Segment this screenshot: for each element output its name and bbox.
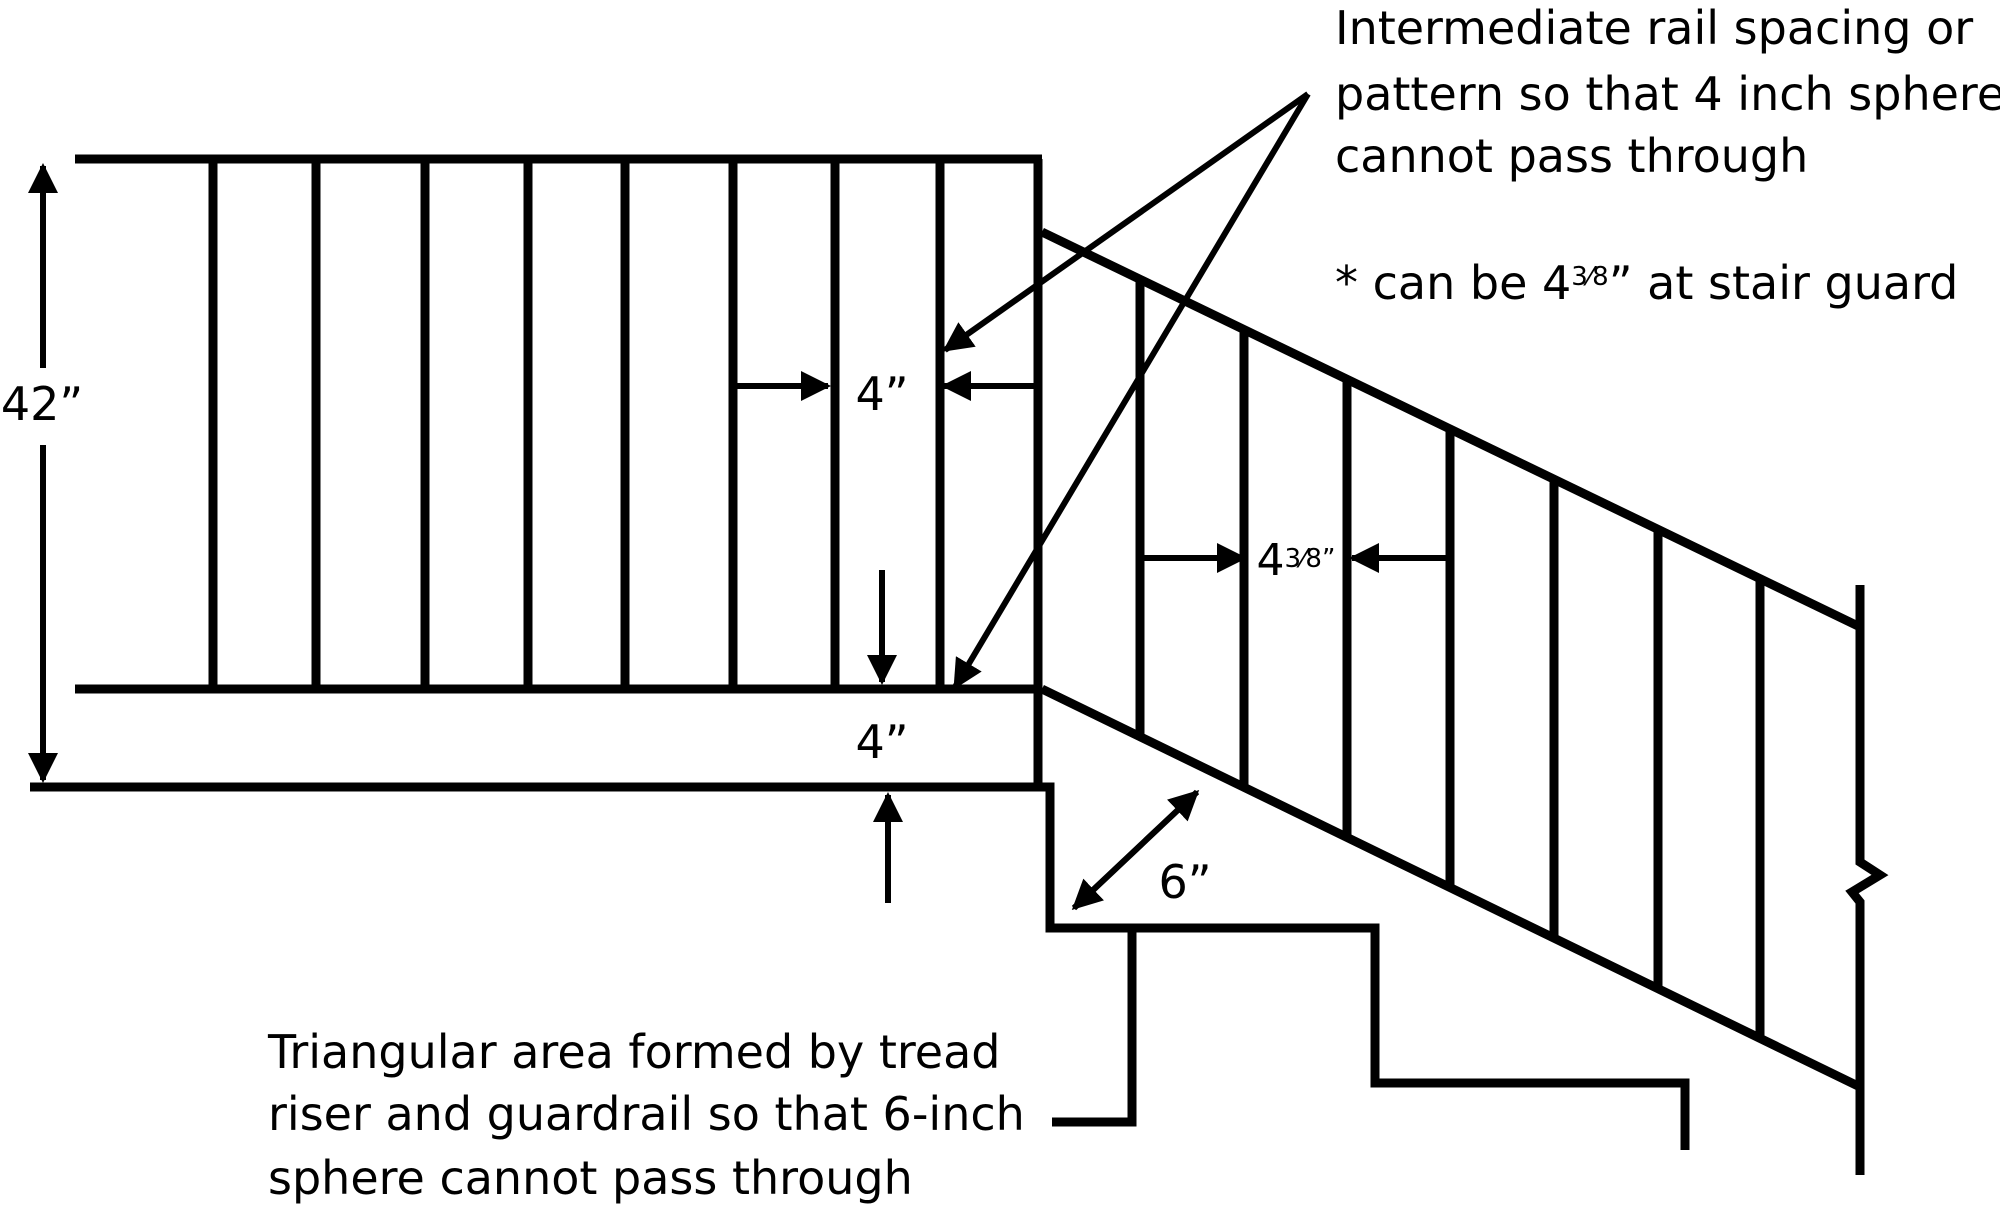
- baluster-gap-label: 4”: [855, 367, 908, 421]
- level-balusters: [208, 159, 945, 689]
- note-arrow: [942, 91, 1310, 353]
- stair-post-break: [1845, 585, 1889, 1175]
- note-line: cannot pass through: [1335, 129, 1808, 183]
- height-label: 42”: [1, 377, 83, 431]
- stair-bottom-rail: [1040, 684, 1860, 1091]
- note-line: pattern so that 4 inch sphere: [1335, 67, 2000, 121]
- stair-guard-note: * can be 43⁄8” at stair guard: [1335, 256, 1958, 310]
- note-line: sphere cannot pass through: [268, 1151, 913, 1205]
- intermediate-rail-note: Intermediate rail spacing or pattern so …: [1335, 1, 2000, 183]
- bottom-gap-label: 4”: [855, 715, 908, 769]
- note-line: Intermediate rail spacing or: [1335, 1, 1973, 55]
- triangle-leader: [1052, 928, 1137, 1127]
- note-line: Triangular area formed by tread: [267, 1025, 1000, 1079]
- stair-gap-whole: 4: [1257, 535, 1285, 586]
- triangle-arrow: [1071, 789, 1200, 911]
- triangle-label: 6”: [1158, 855, 1211, 909]
- note-arrow: [952, 92, 1311, 690]
- stair-note-suffix: ” at stair guard: [1609, 256, 1959, 310]
- stair-gap-label: 43⁄8”: [1257, 535, 1336, 586]
- note-line: riser and guardrail so that 6-inch: [268, 1087, 1025, 1141]
- stair-note-prefix: * can be 4: [1335, 256, 1571, 310]
- stair-balusters: [1135, 280, 1765, 1037]
- stair-steps: [1034, 782, 1690, 1150]
- stair-note-fraction: 3⁄8: [1571, 262, 1608, 292]
- stair-gap-fraction: 3⁄8”: [1285, 544, 1336, 574]
- triangle-note: Triangular area formed by tread riser an…: [267, 1025, 1025, 1205]
